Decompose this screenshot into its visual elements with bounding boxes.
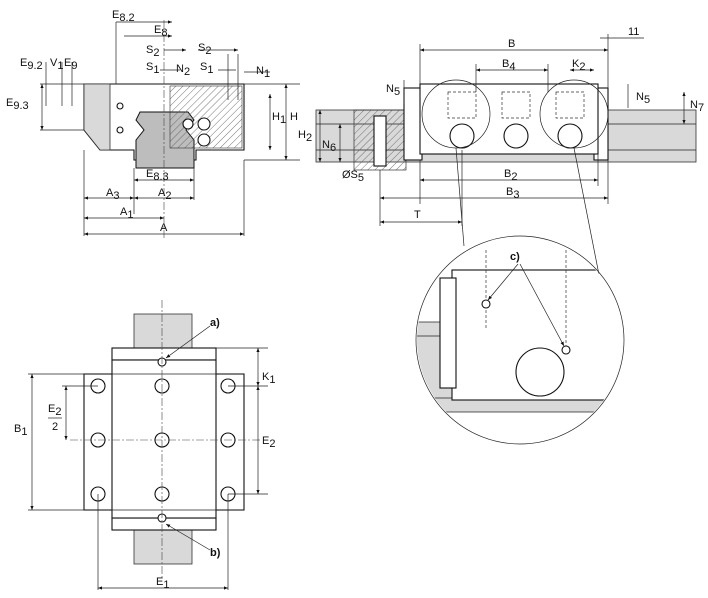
label-e8: E8 [154,24,167,39]
label-n5-left: N5 [386,83,400,98]
label-h2: H2 [298,129,312,144]
ball-inner [182,118,194,130]
label-k1: K1 [262,371,275,386]
detail-hole [515,347,565,397]
side-view: B 11 B4 K2 N5 N5 N7 H2 N6 ØS5 B2 B3 T [298,26,704,226]
label-h: H [290,111,298,123]
label-a1: A1 [120,206,133,221]
label-b2: B2 [504,168,517,183]
label-e83: E8.3 [146,168,169,183]
label-a3: A3 [106,187,119,202]
label-b3: B3 [506,186,519,201]
label-n2: N2 [176,63,190,78]
label-e2-half-num: E2 [48,403,61,418]
label-n1: N1 [256,65,270,80]
port-upper [116,102,124,110]
label-e2: E2 [262,435,275,450]
rail-top-upper [133,313,193,349]
label-n5-right: N5 [636,91,650,106]
detail-port-left [481,299,491,309]
label-h1: H1 [272,111,286,126]
label-t: T [414,209,421,221]
side-hole-2 [503,123,529,149]
detail-view: c) [415,147,625,445]
label-a: A [160,222,168,234]
label-a2: A2 [158,187,171,202]
label-b4: B4 [502,58,515,73]
label-s1-left: S1 [146,61,159,76]
label-s5: ØS5 [342,169,364,184]
label-s2-right: S2 [198,42,211,57]
label-s2-left: S2 [146,44,159,59]
label-e2-half-den: 2 [52,421,58,433]
side-hole-3 [557,123,583,149]
callout-c: c) [510,251,520,263]
label-n6: N6 [322,139,336,154]
label-e92: E9.2 [20,57,43,72]
label-s1-right: S1 [200,61,213,76]
label-e93: E9.3 [6,97,29,112]
top-view: B1 E2 2 K1 E2 E1 a) b) [14,300,275,591]
rail-top-lower [133,529,193,565]
port-lower [116,126,124,134]
flange-left [83,83,111,151]
label-n7: N7 [690,99,704,114]
rail-bolt-hole [373,115,387,167]
label-v1: V1 [50,57,63,72]
label-11: 11 [628,26,639,38]
label-b: B [508,38,515,50]
label-e9: E9 [64,57,77,72]
label-e82: E8.2 [112,9,135,24]
detail-magnified-circle [415,235,625,445]
ball-lower [197,133,211,147]
end-seal-left [403,87,423,161]
side-hole-1 [449,123,475,149]
label-e1: E1 [156,576,169,591]
ball-upper [197,117,211,131]
callout-b: b) [210,547,221,559]
detail-port-right [561,345,571,355]
label-b1: B1 [14,423,27,438]
label-k2: K2 [572,58,585,73]
front-view: E8.2 E8 S2 S2 S1 N2 S1 N1 E9.2 V1 E9 E9.… [6,9,300,240]
callout-a: a) [210,317,220,329]
